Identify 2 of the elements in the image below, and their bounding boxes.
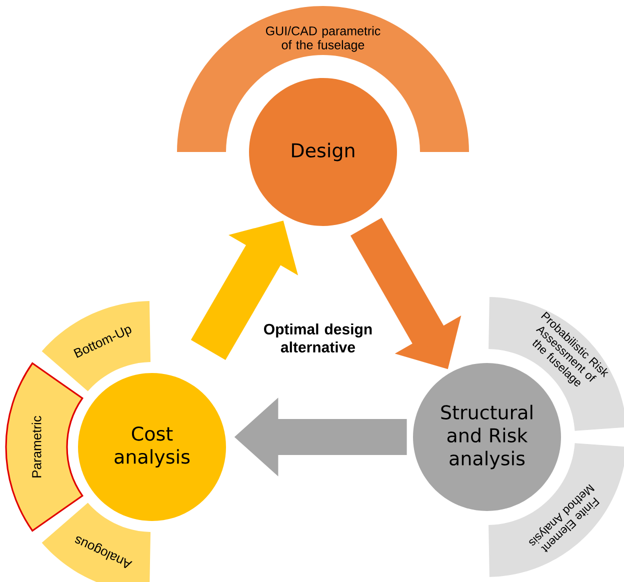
- band-segment: Parametric: [5, 362, 84, 532]
- center-label: Optimal design alternative: [264, 324, 372, 352]
